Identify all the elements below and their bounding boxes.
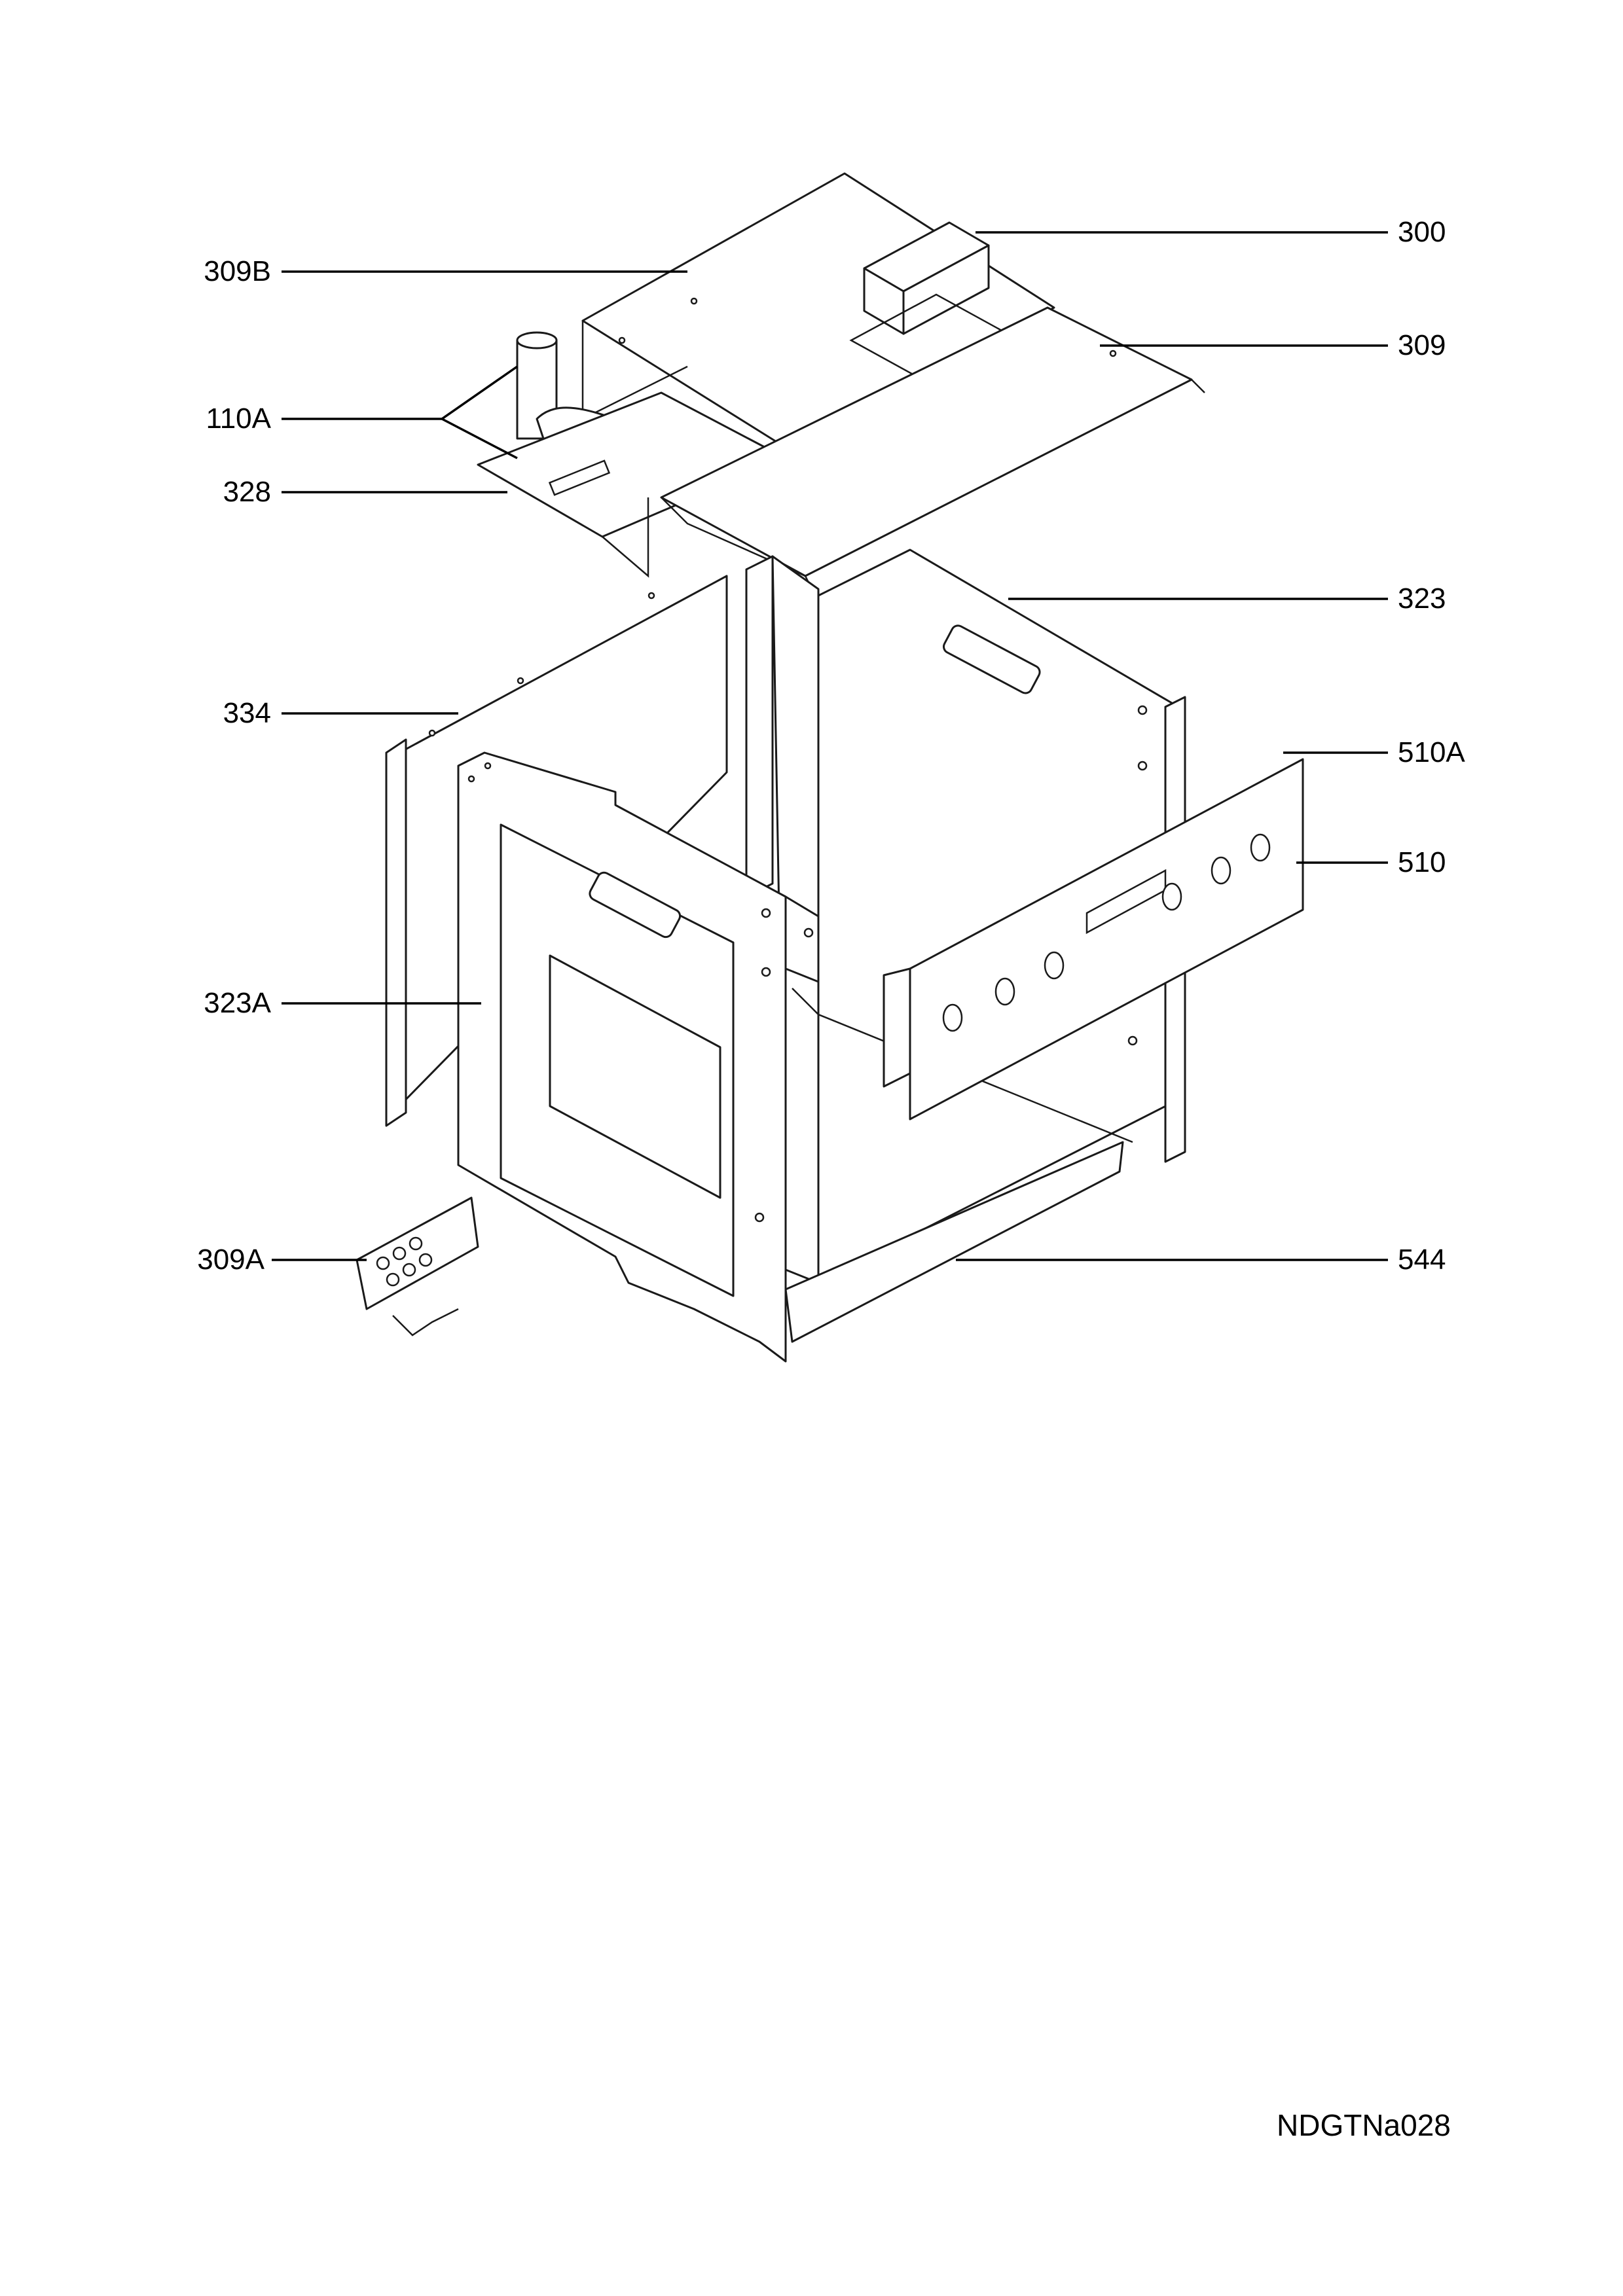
callout-309: 309 <box>1398 329 1446 361</box>
callout-323: 323 <box>1398 583 1446 615</box>
callout-323a: 323A <box>204 987 271 1019</box>
bottom-panel-544 <box>784 1141 1124 1343</box>
callout-110a: 110A <box>206 403 272 435</box>
drawing-code: NDGTNa028 <box>1277 2108 1451 2142</box>
leader-lines <box>272 231 1388 1261</box>
callout-309b: 309B <box>204 255 271 287</box>
callout-328: 328 <box>223 476 271 508</box>
terminal-block-309a <box>356 1196 479 1336</box>
callout-510a: 510A <box>1398 736 1465 768</box>
callout-510: 510 <box>1398 846 1446 878</box>
callout-300: 300 <box>1398 216 1446 248</box>
control-panel-510 <box>883 758 1304 1121</box>
callout-334: 334 <box>223 697 271 729</box>
callout-309a: 309A <box>197 1244 264 1276</box>
vent-box-300 <box>849 221 1004 378</box>
callout-544: 544 <box>1398 1244 1446 1276</box>
